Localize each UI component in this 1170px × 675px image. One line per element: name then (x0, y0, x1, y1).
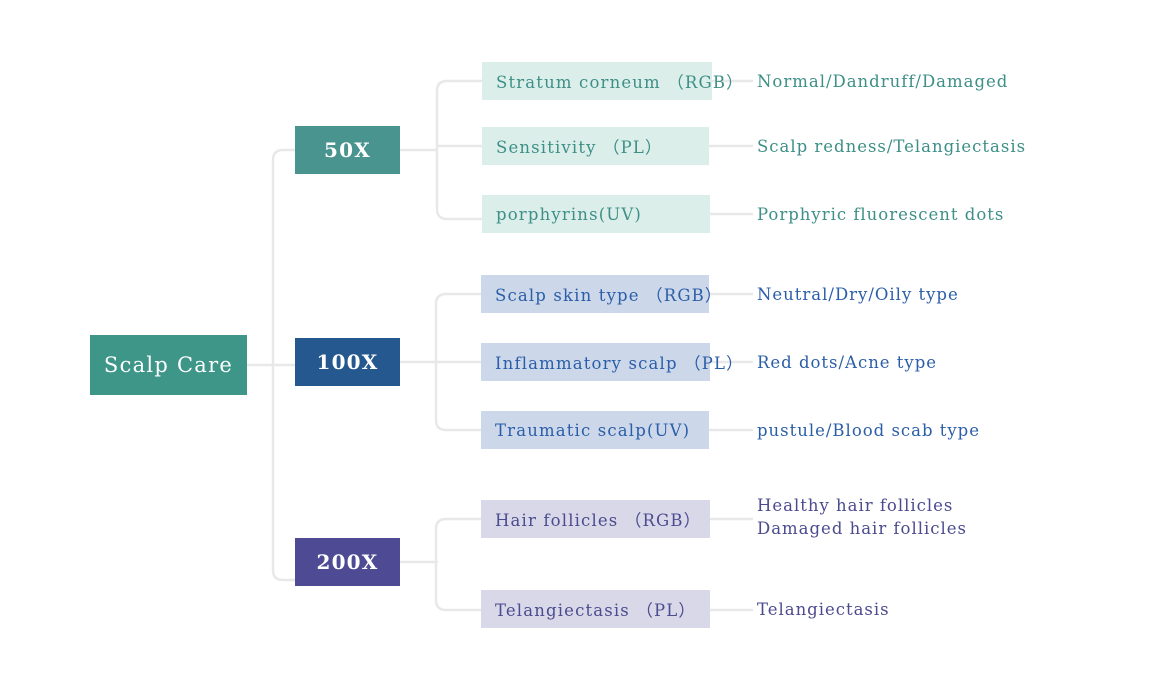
item-box-porphyrins[interactable]: porphyrins(UV) (482, 195, 710, 233)
branch-node-100x[interactable]: 100X (295, 338, 400, 386)
item-box-hair-follicles[interactable]: Hair follicles （RGB） (481, 500, 710, 538)
item-box-inflammatory-scalp[interactable]: Inflammatory scalp （PL） (481, 343, 743, 381)
edge-100x-subspine (434, 292, 483, 432)
edge-200x-subspine (434, 517, 483, 612)
leaf-label-red-dots-acne: Red dots/Acne type (757, 353, 938, 372)
branch-node-200x[interactable]: 200X (295, 538, 400, 586)
edge-root-spine (271, 148, 297, 582)
leaf-label-scalp-redness: Scalp redness/Telangiectasis (757, 137, 1027, 156)
root-node-scalp-care[interactable]: Scalp Care (90, 335, 247, 395)
leaf-label-normal-dandruff-damaged: Normal/Dandruff/Damaged (757, 72, 1009, 91)
item-box-scalp-skin-type[interactable]: Scalp skin type （RGB） (481, 275, 721, 313)
leaf-label-porphyric-dots: Porphyric fluorescent dots (757, 205, 1005, 224)
leaf-label-pustule-blood-scab: pustule/Blood scab type (757, 421, 980, 440)
leaf-label-damaged-hair-follicles: Damaged hair follicles (757, 519, 967, 538)
leaf-label-hair-follicle-states: Healthy hair follicles Damaged hair foll… (757, 494, 967, 540)
leaf-label-neutral-dry-oily: Neutral/Dry/Oily type (757, 285, 959, 304)
edge-50x-subspine (435, 79, 484, 221)
item-box-sensitivity[interactable]: Sensitivity （PL） (482, 127, 709, 165)
leaf-label-telangiectasis: Telangiectasis (757, 600, 890, 619)
leaf-label-healthy-hair-follicles: Healthy hair follicles (757, 496, 954, 515)
item-box-traumatic-scalp[interactable]: Traumatic scalp(UV) (481, 411, 709, 449)
branch-node-50x[interactable]: 50X (295, 126, 400, 174)
item-box-telangiectasis[interactable]: Telangiectasis （PL） (481, 590, 710, 628)
item-box-stratum-corneum[interactable]: Stratum corneum （RGB） (482, 62, 743, 100)
